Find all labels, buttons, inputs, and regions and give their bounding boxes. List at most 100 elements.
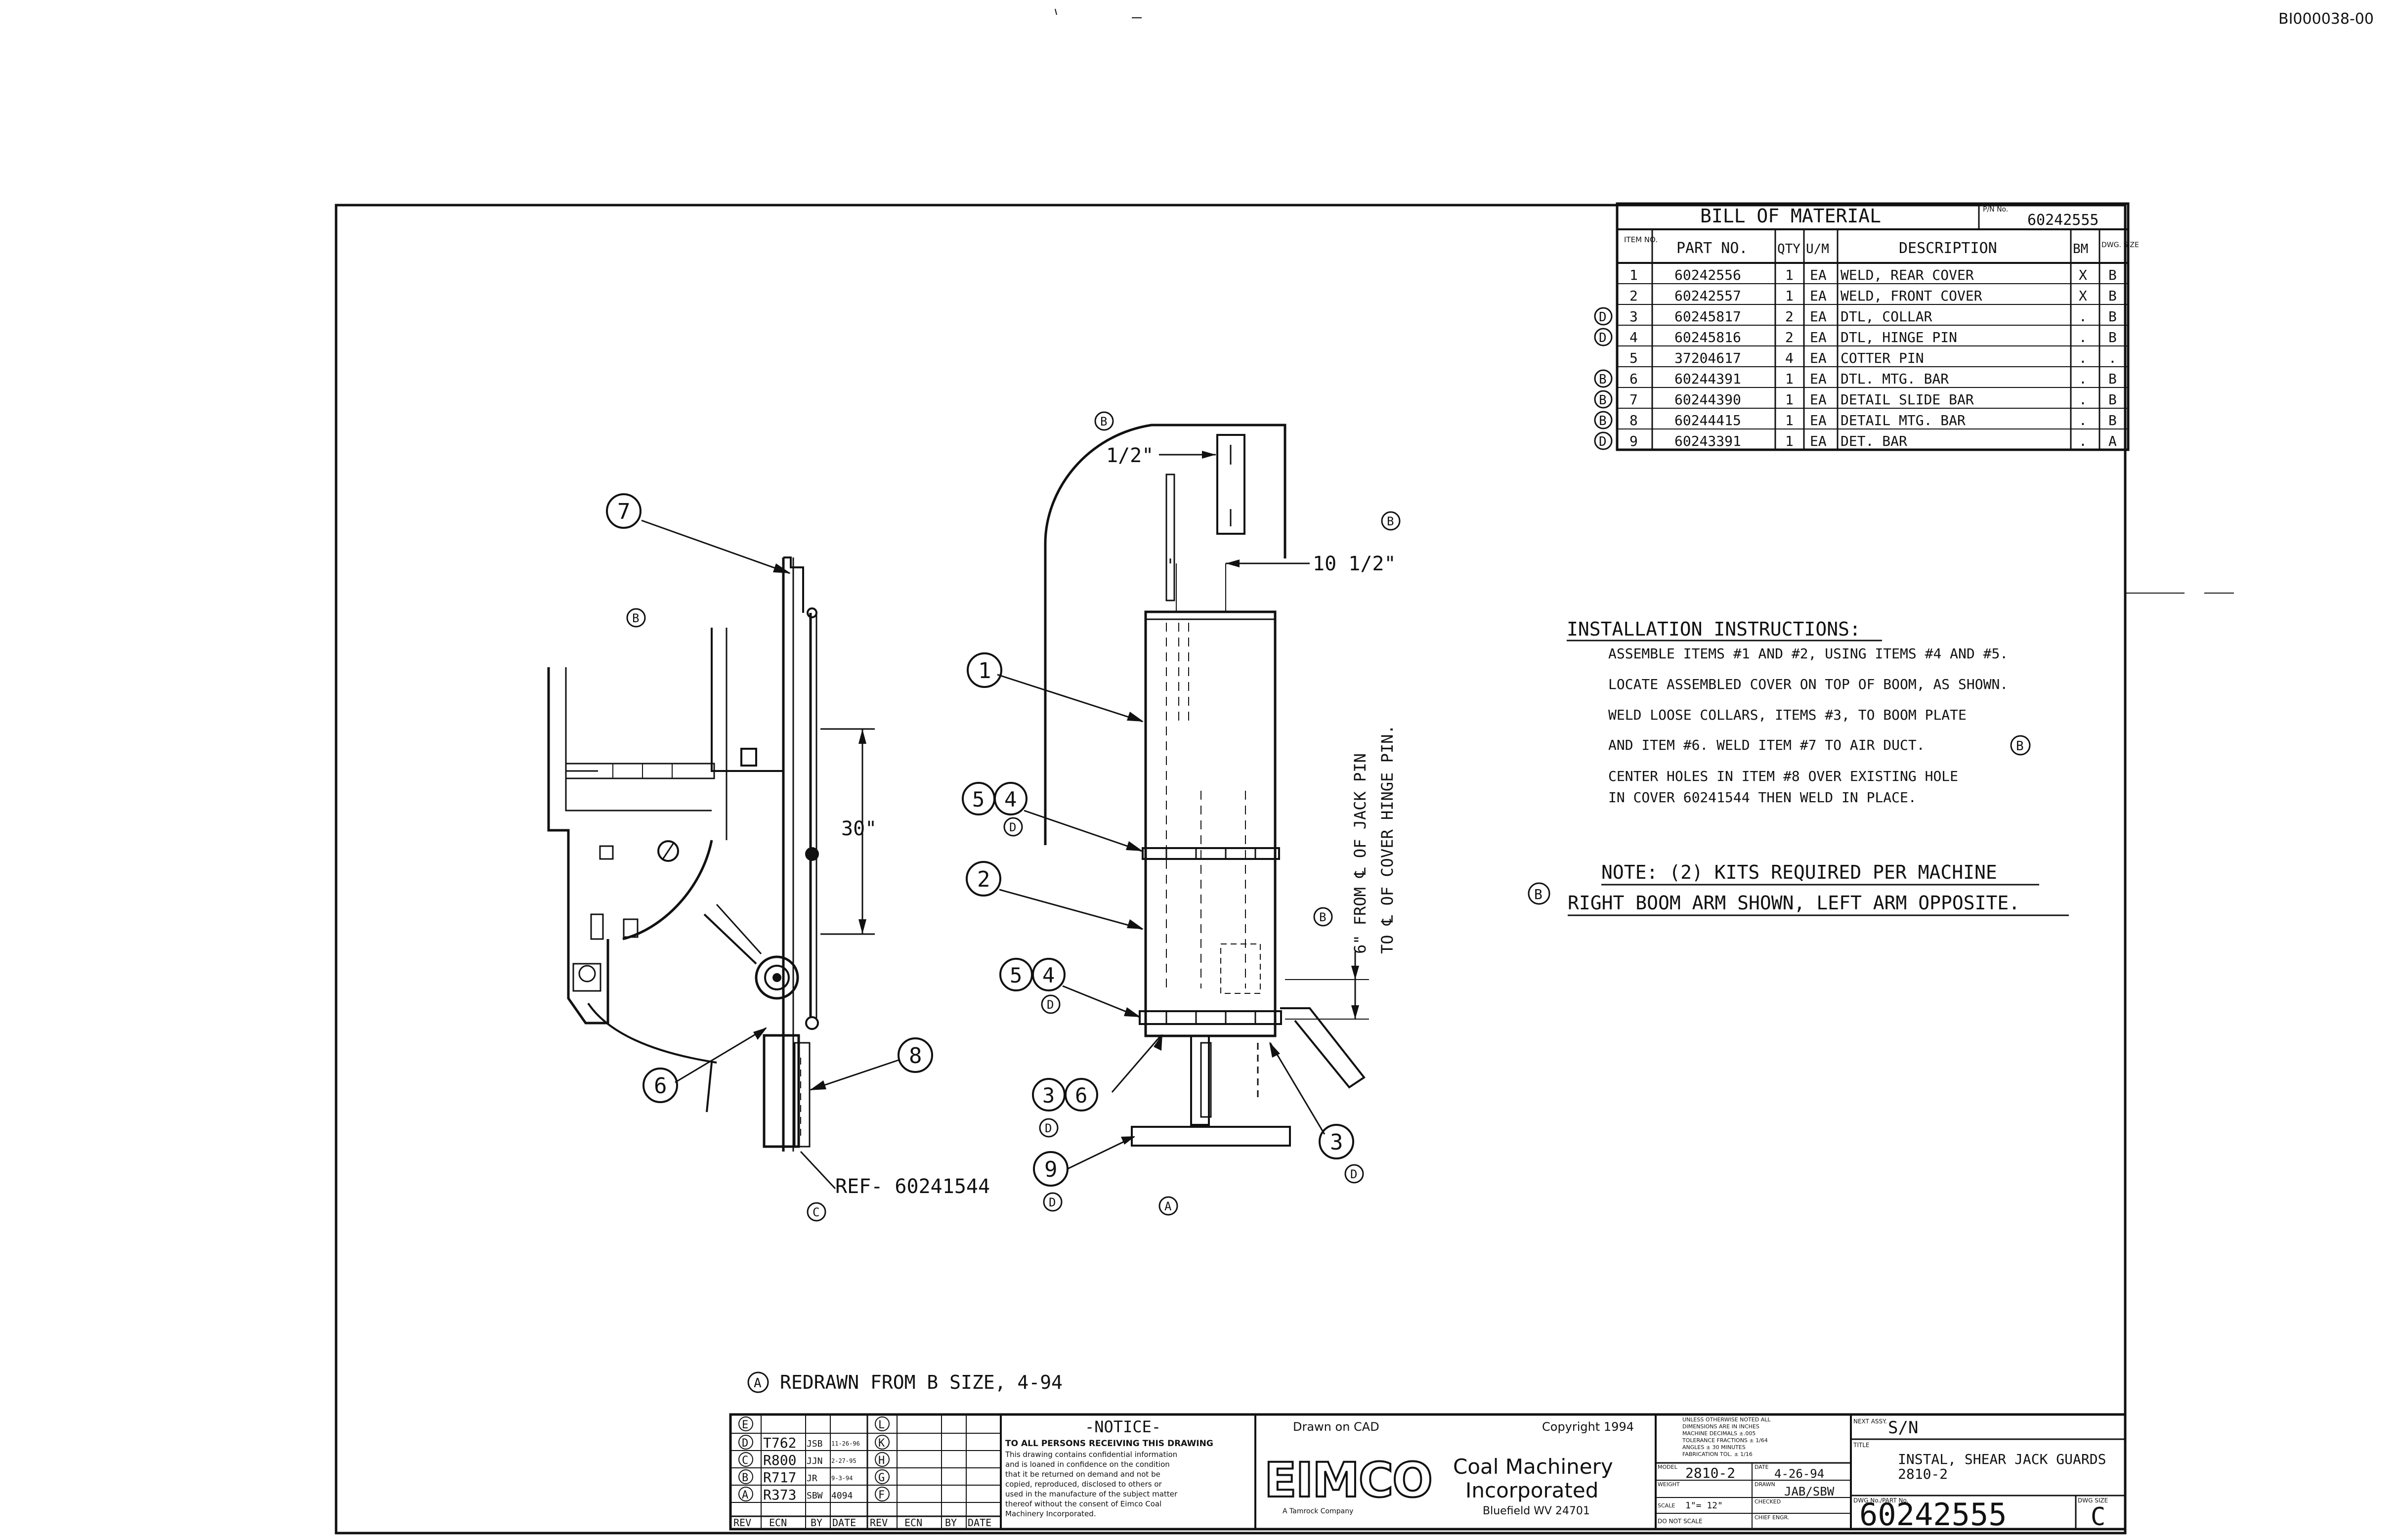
bom-row-9: D 9 60243391 1 EA DET. BAR . A bbox=[1594, 431, 2117, 450]
svg-text:B: B bbox=[2108, 267, 2117, 283]
svg-text:JSB: JSB bbox=[807, 1439, 823, 1449]
svg-text:R800: R800 bbox=[763, 1452, 796, 1468]
svg-text:.: . bbox=[2079, 391, 2087, 408]
svg-text:8: 8 bbox=[909, 1043, 922, 1069]
svg-text:B: B bbox=[1387, 514, 1394, 528]
svg-text:1: 1 bbox=[1785, 433, 1794, 449]
svg-text:9: 9 bbox=[1629, 433, 1638, 449]
instruction-line-4: AND ITEM #6. WELD ITEM #7 TO AIR DUCT. bbox=[1608, 737, 1925, 753]
rev-marker-b-side: B bbox=[626, 608, 646, 628]
note-line-2: RIGHT BOOM ARM SHOWN, LEFT ARM OPPOSITE. bbox=[1568, 892, 2020, 914]
rev-marker-d-1: D bbox=[1003, 817, 1023, 837]
bom-header-desc: DESCRIPTION bbox=[1899, 240, 1997, 257]
svg-text:4094: 4094 bbox=[831, 1491, 853, 1501]
svg-text:1: 1 bbox=[978, 658, 991, 684]
notice-block: -NOTICE- TO ALL PERSONS RECEIVING THIS D… bbox=[1005, 1414, 1256, 1529]
svg-text:ECN: ECN bbox=[769, 1517, 787, 1529]
dimension-vertical-1: 6" FROM ℄ OF JACK PIN bbox=[1351, 753, 1370, 954]
svg-text:.: . bbox=[2079, 350, 2087, 366]
instruction-line-2: LOCATE ASSEMBLED COVER ON TOP OF BOOM, A… bbox=[1608, 676, 2008, 692]
svg-text:3: 3 bbox=[1042, 1083, 1055, 1108]
instruction-rev-marker: B bbox=[2016, 739, 2024, 754]
svg-text:B: B bbox=[1599, 414, 1607, 428]
bom-row-6: B 6 60244391 1 EA DTL. MTG. BAR . B bbox=[1594, 369, 2117, 388]
svg-text:11-26-96: 11-26-96 bbox=[831, 1440, 860, 1447]
revision-table: E L D T762 JSB 11-26-96 K C R800 JJN 2-2… bbox=[730, 1414, 1002, 1529]
svg-text:copied, reproduced, disclosed: copied, reproduced, disclosed to others … bbox=[1005, 1480, 1162, 1489]
instructions-title: INSTALLATION INSTRUCTIONS: bbox=[1567, 618, 1861, 640]
svg-text:L: L bbox=[878, 1419, 885, 1431]
instruction-line-5: CENTER HOLES IN ITEM #8 OVER EXISTING HO… bbox=[1608, 768, 1958, 784]
svg-text:CHIEF ENGR.: CHIEF ENGR. bbox=[1755, 1514, 1789, 1521]
svg-text:1: 1 bbox=[1785, 391, 1794, 408]
svg-text:B: B bbox=[2108, 329, 2117, 345]
dwg-title-block: NEXT ASSY. S/N TITLE INSTAL, SHEAR JACK … bbox=[1851, 1418, 2125, 1533]
svg-text:B: B bbox=[1100, 415, 1107, 428]
svg-text:.: . bbox=[2079, 433, 2087, 449]
dimension-half: 1/2" bbox=[1106, 444, 1154, 467]
drawing-subtitle: 2810-2 bbox=[1898, 1466, 1948, 1482]
copyright: Copyright 1994 bbox=[1542, 1420, 1634, 1434]
svg-text:REV: REV bbox=[870, 1517, 888, 1529]
svg-text:EA: EA bbox=[1810, 391, 1827, 408]
rev-marker-d-3: D bbox=[1039, 1118, 1059, 1138]
rev-marker-d-4: D bbox=[1344, 1164, 1364, 1184]
dimension-ten-half: 10 1/2" bbox=[1313, 553, 1396, 575]
bill-of-material: BILL OF MATERIAL P/N No. 60242555 ITEM N… bbox=[1594, 202, 2139, 451]
svg-text:2: 2 bbox=[1785, 308, 1794, 325]
svg-text:TITLE: TITLE bbox=[1853, 1442, 1869, 1449]
svg-text:REV: REV bbox=[733, 1517, 751, 1529]
rev-marker-c: C bbox=[807, 1202, 826, 1222]
notice-title: -NOTICE- bbox=[1085, 1417, 1161, 1436]
svg-text:B: B bbox=[2108, 371, 2117, 387]
dimension-vertical-2: TO ℄ OF COVER HINGE PIN. bbox=[1378, 725, 1397, 954]
svg-text:that it be returned on demand: that it be returned on demand and not be bbox=[1005, 1470, 1160, 1479]
svg-text:H: H bbox=[878, 1454, 885, 1467]
svg-text:.: . bbox=[2079, 308, 2087, 325]
svg-text:D: D bbox=[1599, 331, 1607, 345]
balloon-6-upper: 6 bbox=[1065, 1078, 1098, 1112]
svg-text:MODEL: MODEL bbox=[1658, 1464, 1678, 1470]
bom-header-bm: BM bbox=[2073, 242, 2088, 257]
svg-text:DIMENSIONS ARE IN INCHES: DIMENSIONS ARE IN INCHES bbox=[1682, 1423, 1759, 1430]
svg-text:FABRICATION TOL. ± 1/16: FABRICATION TOL. ± 1/16 bbox=[1682, 1451, 1753, 1457]
side-view: 30" REF- 60241544 bbox=[547, 556, 990, 1198]
balloon-2: 2 bbox=[966, 861, 1001, 897]
drawing-number: 60242555 bbox=[1859, 1497, 2007, 1533]
svg-text:D: D bbox=[742, 1437, 748, 1450]
svg-text:EA: EA bbox=[1810, 267, 1827, 283]
svg-text:G: G bbox=[878, 1472, 885, 1484]
svg-text:9-3-94: 9-3-94 bbox=[831, 1475, 853, 1482]
note-rev-marker: B bbox=[1534, 886, 1542, 902]
svg-text:60242557: 60242557 bbox=[1674, 288, 1741, 304]
svg-text:DTL. MTG. BAR: DTL. MTG. BAR bbox=[1841, 371, 1949, 387]
company-logo: EIMCO bbox=[1264, 1453, 1432, 1508]
svg-text:thereof without the consent of: thereof without the consent of Eimco Coa… bbox=[1005, 1499, 1161, 1508]
drawing-size: C bbox=[2091, 1502, 2105, 1531]
redrawn-note: A REDRAWN FROM B SIZE, 4-94 bbox=[747, 1371, 1063, 1393]
drawing-title: INSTAL, SHEAR JACK GUARDS bbox=[1898, 1451, 2106, 1467]
bom-pn-label: P/N No. bbox=[1983, 206, 2008, 214]
ref-label: REF- 60241544 bbox=[835, 1175, 990, 1198]
balloon-3-lower: 3 bbox=[1319, 1124, 1354, 1159]
rev-marker-d-2: D bbox=[1041, 994, 1061, 1014]
company-sub: A Tamrock Company bbox=[1283, 1507, 1353, 1515]
svg-text:JAB/SBW: JAB/SBW bbox=[1784, 1485, 1835, 1498]
bom-row-5: 5 37204617 4 EA COTTER PIN . . bbox=[1629, 350, 2117, 366]
svg-text:X: X bbox=[2079, 267, 2087, 283]
svg-text:6: 6 bbox=[654, 1073, 667, 1099]
svg-text:DWG SIZE: DWG SIZE bbox=[2078, 1497, 2108, 1504]
instruction-line-6: IN COVER 60241544 THEN WELD IN PLACE. bbox=[1608, 789, 1917, 806]
balloon-7: 7 bbox=[606, 493, 642, 529]
svg-text:D: D bbox=[1049, 1196, 1056, 1209]
svg-text:JR: JR bbox=[807, 1473, 817, 1484]
title-block: E L D T762 JSB 11-26-96 K C R800 JJN 2-2… bbox=[729, 1413, 2127, 1533]
svg-text:60244391: 60244391 bbox=[1674, 371, 1741, 387]
balloon-6-lower: 6 bbox=[642, 1068, 678, 1103]
svg-text:2810-2: 2810-2 bbox=[1685, 1465, 1735, 1481]
svg-text:CHECKED: CHECKED bbox=[1755, 1498, 1781, 1505]
bom-row-3: D 3 60245817 2 EA DTL, COLLAR . B bbox=[1594, 307, 2117, 326]
bom-header-item: ITEM NO. bbox=[1624, 235, 1658, 244]
redrawn-text: REDRAWN FROM B SIZE, 4-94 bbox=[780, 1371, 1063, 1393]
svg-text:4: 4 bbox=[1004, 787, 1017, 812]
